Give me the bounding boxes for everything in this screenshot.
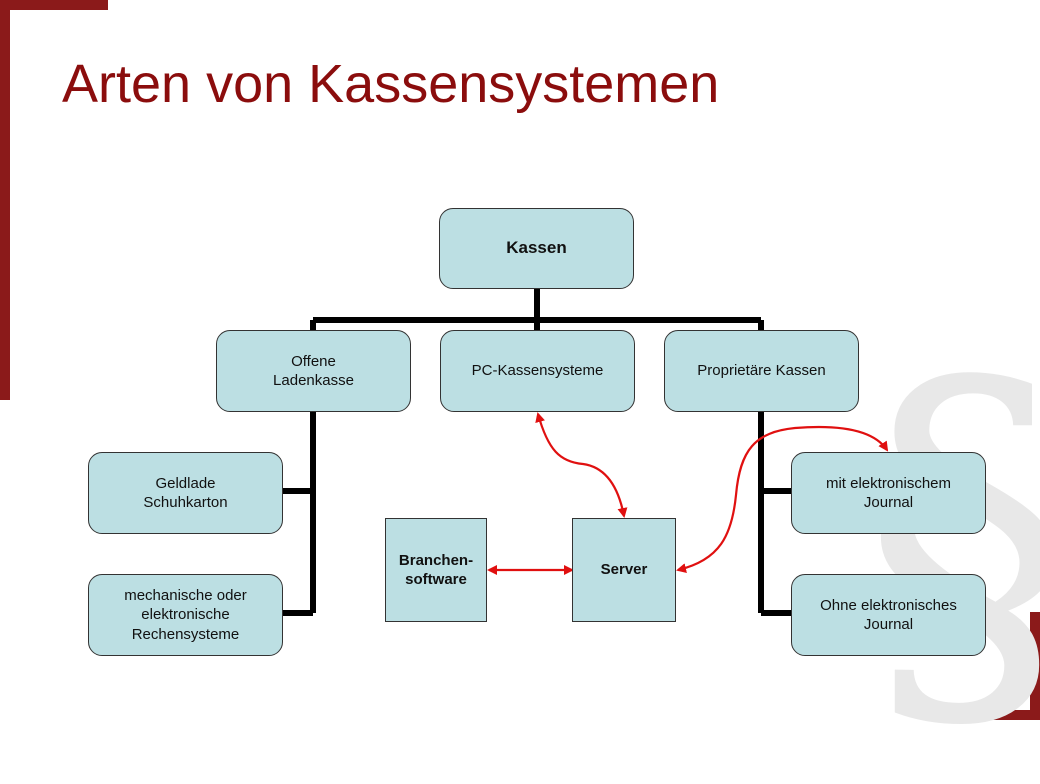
- frame-left-bar: [0, 0, 10, 400]
- node-pc-kassensysteme: PC-Kassensysteme: [440, 330, 635, 412]
- node-server: Server: [572, 518, 676, 622]
- frame-bottom-bar: [960, 710, 1040, 720]
- arrow-pc-server: [535, 412, 628, 518]
- node-branchensoftware: Branchen- software: [385, 518, 487, 622]
- paragraph-sign-watermark-icon: §: [862, 330, 1040, 750]
- node-kassen: Kassen: [439, 208, 634, 289]
- node-proprietaere-kassen: Proprietäre Kassen: [664, 330, 859, 412]
- frame-right-bar: [1030, 612, 1040, 720]
- frame-top-bar: [0, 0, 108, 10]
- red-arrows: [487, 412, 889, 575]
- node-offene-ladenkasse: Offene Ladenkasse: [216, 330, 411, 412]
- slide-title: Arten von Kassensystemen: [62, 54, 720, 114]
- node-mit-elektronischem-journal: mit elektronischem Journal: [791, 452, 986, 534]
- node-ohne-elektronisches-journal: Ohne elektronisches Journal: [791, 574, 986, 656]
- tree-connectors: [280, 288, 793, 616]
- node-geldlade-schuhkarton: Geldlade Schuhkarton: [88, 452, 283, 534]
- node-mechanische-rechensysteme: mechanische oder elektronische Rechensys…: [88, 574, 283, 656]
- arrow-server-mit-journal: [676, 425, 889, 574]
- diagram-connectors: [280, 288, 889, 616]
